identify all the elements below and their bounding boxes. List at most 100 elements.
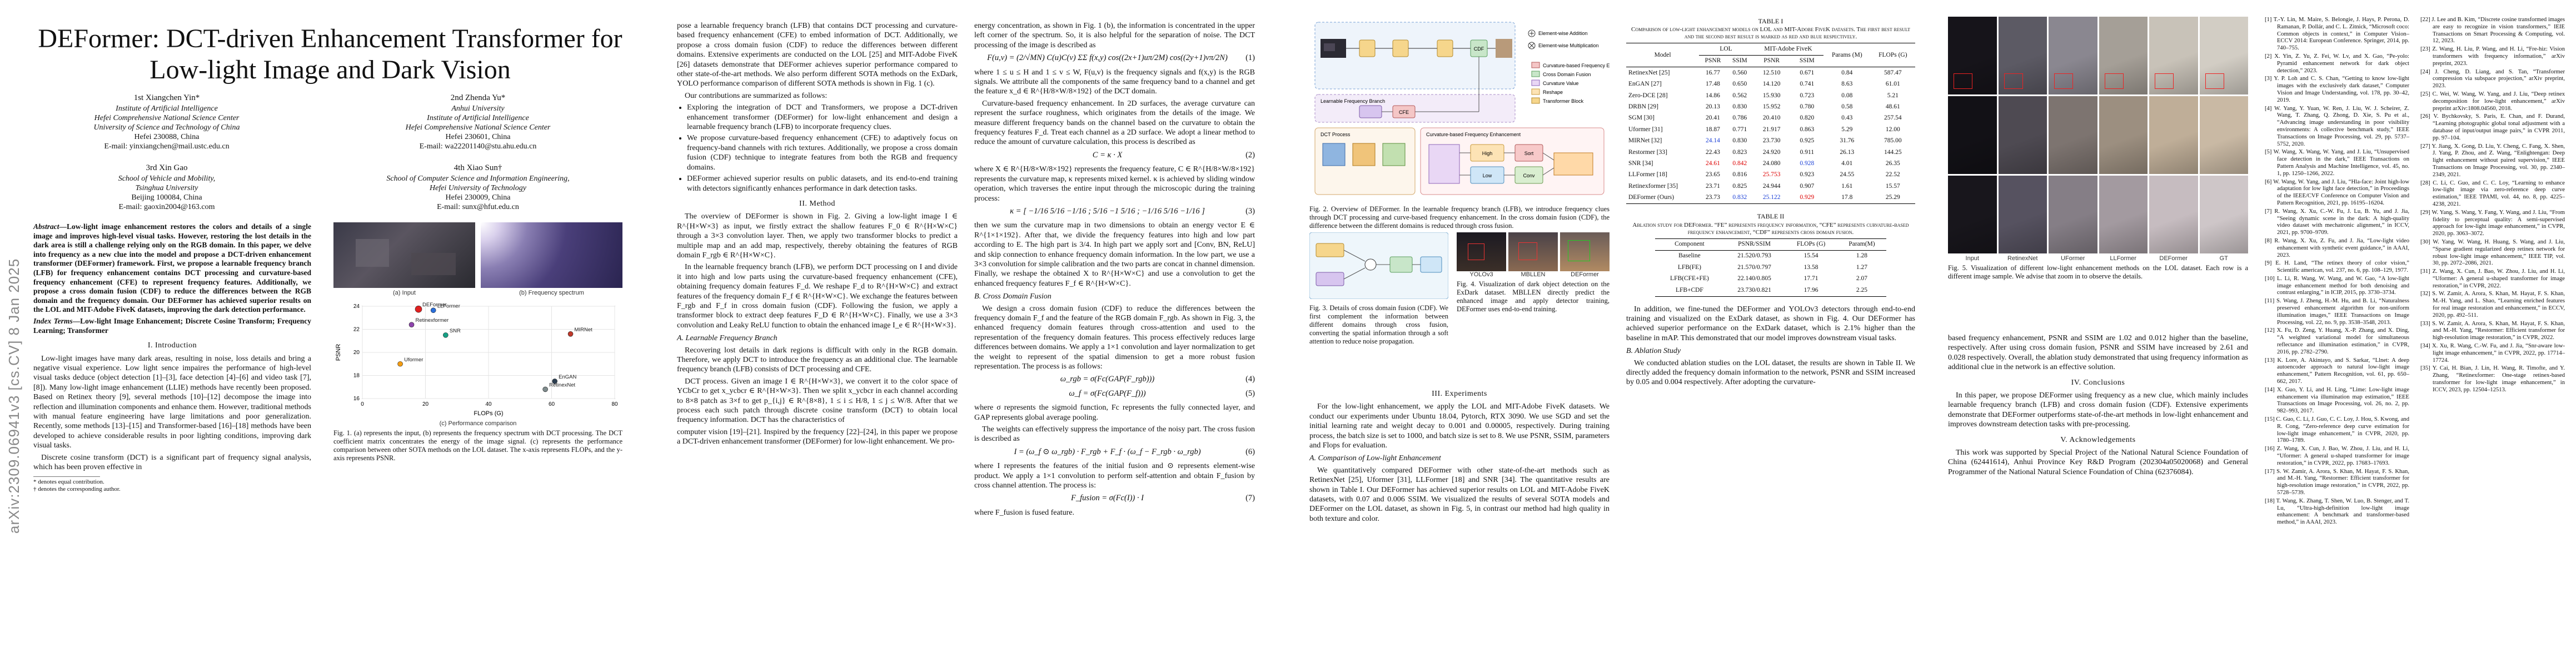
fig2-legend: Curvature-based Frequency Enhancement Cr… <box>1531 62 1638 104</box>
lfb-paragraph-2: DCT process. Given an image I ∈ R^{H×W×3… <box>677 377 958 425</box>
subsection-comparison: A. Comparison of Low-light Enhancement <box>1309 454 1441 463</box>
page-2: pose a learnable frequency branch (LFB) … <box>644 0 1288 667</box>
point-label-deformer: DEFormer <box>422 302 447 308</box>
arxiv-stamp: arXiv:2309.06941v3 [cs.CV] 8 Jan 2025 <box>6 258 22 534</box>
cdf-paragraph-2: where σ represents the sigmoid function,… <box>974 404 1255 422</box>
transformer-block-1 <box>1359 39 1376 57</box>
reference-item: [9] E. H. Land, “The retinex theory of c… <box>2265 260 2409 274</box>
enhancement-sample-image <box>1998 96 2047 174</box>
acknowledgements-paragraph: This work was supported by Special Proje… <box>1948 449 2248 476</box>
table1-title: TABLE I <box>1758 17 1783 25</box>
footnote-equal: * denotes equal contribution. <box>33 479 104 486</box>
reference-item: [33] S. W. Zamir, A. Arora, S. Khan, M. … <box>2420 320 2565 341</box>
page-3: CDF Element-wise Addition Element-wise M… <box>1287 0 1932 667</box>
equation-3: κ = [ −1/16 5/16 −1/16 ; 5/16 −1 5/16 ; … <box>1010 206 1255 216</box>
figure-4: YOLOv3 MBLLEN DEFormer Fig. 4. Visualiza… <box>1457 232 1610 313</box>
reference-item: [12] X. Fu, D. Zeng, Y. Huang, X.-P. Zha… <box>2265 327 2409 355</box>
contribution-list: Exploring the integration of DCT and Tra… <box>687 103 958 193</box>
scatter-point-retinexnet <box>542 386 548 392</box>
reference-item: [28] C. Li, C. Guo, and C. C. Loy, “Lear… <box>2420 180 2565 207</box>
reference-item: [15] C. Guo, C. Li, J. Guo, C. C. Loy, J… <box>2265 416 2409 444</box>
high-part-label: High <box>1482 151 1493 156</box>
equation-7: F_fusion = σ(Fc(I)) · I(7) <box>1071 494 1255 503</box>
dct-patches <box>1322 143 1406 166</box>
reference-item: [18] T. Wang, K. Zhang, T. Shen, W. Luo,… <box>2265 497 2409 526</box>
intro-continued: computer vision [19]–[21]. Inspired by t… <box>677 427 958 446</box>
point-label-uformer: Uformer <box>404 357 423 363</box>
reference-item: [13] K. Lore, A. Akintayo, and S. Sarkar… <box>2265 357 2409 385</box>
reference-item: [29] W. Yang, S. Wang, Y. Fang, Y. Wang,… <box>2420 209 2565 237</box>
point-label-retinexformer: Retinexformer <box>416 317 449 323</box>
page3-left-column: III. Experiments For the low-light enhan… <box>1309 384 1610 526</box>
table2-title: TABLE II <box>1757 212 1785 221</box>
equation-4: ω_rgb = σ(Fc(GAP(F_rgb)))(4) <box>1060 375 1255 384</box>
x-tick-label: 40 <box>485 401 492 407</box>
reference-item: [17] S. W. Zamir, A. Arora, S. Khan, M. … <box>2265 468 2409 496</box>
fig5-label: RetinexNet <box>2007 255 2038 262</box>
page2-left-column: pose a learnable frequency branch (LFB) … <box>677 21 958 449</box>
references-right: [22] J. Lee and B. Kim, “Discrete cosine… <box>2420 17 2565 395</box>
fig1-a-label: (a) Input <box>393 290 416 296</box>
lfb-paragraph-1: Recovering lost details in dark regions … <box>677 346 958 374</box>
fig1-b-label: (b) Frequency spectrum <box>519 290 584 296</box>
fig5-label: Input <box>1965 255 1979 262</box>
reference-item: [22] J. Lee and B. Kim, “Discrete cosine… <box>2420 17 2565 44</box>
reference-item: [8] R. Wang, X. Xu, Z. Fu, and J. Jia, “… <box>2265 237 2409 258</box>
index-terms: Index Terms—Low-light Image Enhancement;… <box>33 316 311 335</box>
curvature-explain: where X ∈ R^{H/8×W/8×192} represents the… <box>974 165 1255 203</box>
table2-caption: Ablation study for DEFormer. “FE” repres… <box>1632 221 1909 236</box>
legend-mul-label: Element-wise Multiplication <box>1538 43 1599 48</box>
author-1: 1st Xiangchen Yin* Institute of Artifici… <box>93 93 240 151</box>
y-tick-label: 16 <box>353 396 360 402</box>
fig2-caption: Fig. 2. Overview of DEFormer. In the lea… <box>1309 205 1610 230</box>
reference-item: [30] W. Yang, W. Wang, H. Huang, S. Wang… <box>2420 238 2565 267</box>
fig4-label-deformer: DEFormer <box>1571 271 1599 278</box>
architecture-diagram: CDF Element-wise Addition Element-wise M… <box>1309 17 1638 200</box>
reference-item: [32] S. W. Zamir, A. Arora, S. Khan, M. … <box>2420 291 2565 318</box>
cdf-paragraph-5: where F_fusion is fused feature. <box>974 508 1075 517</box>
scatter-point-engan <box>552 379 557 384</box>
reference-item: [24] J. Cheng, D. Liang, and S. Tan, “Tr… <box>2420 68 2565 89</box>
equation-1: F(u,v) = (2/√MN) C(u)C(v) ΣΣ f(x,y) cos(… <box>987 53 1255 63</box>
contrib-intro: Our contributions are summarized as foll… <box>685 91 828 100</box>
ablation-paragraph: We conducted ablation studies on the LOL… <box>1626 359 1915 387</box>
section-method: II. Method <box>799 199 835 208</box>
contribution-item: Exploring the integration of DCT and Tra… <box>687 103 958 132</box>
scatter-point-deformer <box>415 305 422 313</box>
transformer-block-2 <box>1392 39 1409 57</box>
dct-explain: where 1 ≤ u ≤ H and 1 ≤ v ≤ W, F(u,v) is… <box>974 68 1255 96</box>
reference-item: [23] Z. Wang, H. Liu, P. Wang, and H. Li… <box>2420 46 2565 67</box>
fig1-c-label: (c) Performance comparison <box>439 420 517 427</box>
y-tick-label: 20 <box>353 350 360 356</box>
enhancement-sample-image <box>2049 96 2097 174</box>
energy-paragraph: then we sum the curvature map in two dim… <box>974 221 1255 288</box>
dct-process-label: DCT Process <box>1321 132 1351 137</box>
reference-item: [25] C. Wei, W. Wang, W. Yang, and J. Li… <box>2420 91 2565 112</box>
cdf-block-label: CDF <box>1474 46 1484 52</box>
fig3-caption: Fig. 3. Details of cross domain fusion (… <box>1309 304 1448 345</box>
enhancement-sample-image <box>2049 176 2097 253</box>
reference-item: [34] X. Xu, R. Wang, C.-W. Fu, and J. Ji… <box>2420 343 2565 364</box>
enhancement-sample-image <box>2049 17 2097 94</box>
enhancement-sample-image <box>1998 17 2047 94</box>
enhancement-sample-image <box>2199 176 2248 253</box>
cfe-detail-label: Curvature-based Frequency Enhancement <box>1426 132 1521 137</box>
legend-add-icon <box>1528 29 1536 37</box>
svg-text:Reshape: Reshape <box>1543 89 1563 95</box>
dct-intro: energy concentration, as shown in Fig. 1… <box>974 22 1255 49</box>
scatter-point-snr <box>443 332 449 338</box>
